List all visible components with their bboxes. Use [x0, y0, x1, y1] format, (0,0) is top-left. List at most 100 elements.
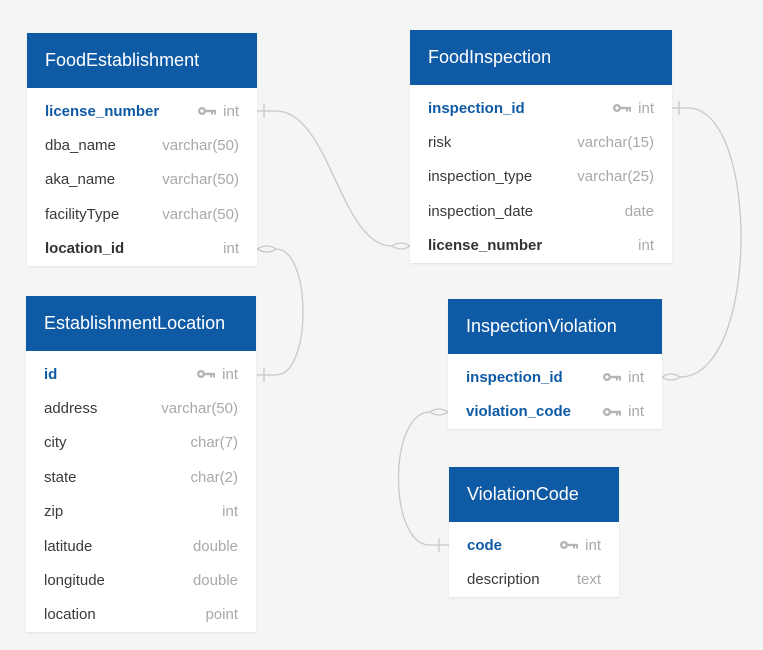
table-row[interactable]: inspection_id int [410, 91, 672, 125]
column-type-cell: int [612, 100, 654, 117]
connector-license-number [257, 104, 411, 250]
table-row[interactable]: latitude double [26, 529, 256, 563]
column-type-cell: date [625, 203, 654, 220]
column-name: license_number [428, 237, 543, 255]
column-name: facilityType [45, 205, 120, 223]
column-type: int [222, 365, 238, 383]
column-type: date [624, 202, 654, 220]
column-type: int [638, 237, 654, 255]
table-row[interactable]: inspection_date date [410, 194, 672, 228]
column-name: latitude [44, 537, 93, 555]
column-type-cell: double [193, 572, 238, 589]
column-type-cell: int [223, 240, 239, 257]
column-type-cell: char(7) [190, 434, 238, 451]
table-header: ViolationCode [449, 467, 619, 522]
table-row[interactable]: inspection_type varchar(25) [410, 160, 672, 194]
column-type-cell: int [559, 537, 601, 554]
table-row[interactable]: risk varchar(15) [410, 125, 672, 159]
key-icon [196, 369, 216, 379]
table-header: EstablishmentLocation [26, 296, 256, 351]
connector-location-id-to-id [256, 245, 304, 382]
column-name: risk [428, 134, 452, 152]
column-type: int [223, 102, 239, 120]
column-name: address [44, 400, 98, 418]
table-row[interactable]: location point [26, 598, 256, 632]
column-type: varchar(15) [577, 134, 654, 152]
key-icon [559, 540, 579, 550]
table-row[interactable]: location_id int [27, 232, 257, 266]
column-type: double [192, 537, 238, 555]
column-type-cell: varchar(25) [577, 168, 654, 185]
column-type: int [638, 99, 654, 117]
column-type-cell: char(2) [190, 469, 238, 486]
column-type: int [222, 503, 238, 521]
column-type: char(2) [190, 468, 238, 486]
column-type: char(7) [190, 434, 238, 452]
column-type-cell: int [222, 503, 238, 520]
column-name: inspection_type [428, 168, 533, 186]
column-name: inspection_date [428, 202, 534, 220]
column-name: description [467, 571, 540, 589]
column-type-cell: varchar(50) [161, 400, 238, 417]
connector-violation-code [397, 408, 449, 552]
column-type-cell: point [205, 606, 238, 623]
table-row[interactable]: license_number int [27, 94, 257, 128]
column-type-cell: varchar(50) [162, 206, 239, 223]
column-type: varchar(50) [162, 171, 239, 189]
column-name: aka_name [45, 171, 116, 189]
table-row[interactable]: state char(2) [26, 460, 256, 494]
column-name: id [44, 365, 58, 383]
table-row[interactable]: id int [26, 357, 256, 391]
table-row[interactable]: description text [449, 562, 619, 596]
column-type-cell: int [602, 403, 644, 420]
column-type-cell: varchar(15) [577, 134, 654, 151]
column-type: varchar(50) [162, 137, 239, 155]
column-type-cell: varchar(50) [162, 171, 239, 188]
table-row[interactable]: license_number int [410, 229, 672, 263]
table-row[interactable]: address varchar(50) [26, 391, 256, 425]
column-name: inspection_id [466, 368, 563, 386]
column-type: double [192, 572, 238, 590]
column-type: text [576, 571, 601, 589]
column-type: varchar(50) [161, 400, 238, 418]
key-icon [602, 372, 622, 382]
column-name: location_id [45, 240, 125, 258]
table-row[interactable]: aka_name varchar(50) [27, 163, 257, 197]
column-type: point [205, 606, 238, 624]
column-name: location [44, 606, 96, 624]
column-type-cell: text [577, 571, 601, 588]
column-type: int [223, 240, 239, 258]
column-type: varchar(50) [162, 205, 239, 223]
column-name: state [44, 468, 77, 486]
table-header: FoodInspection [410, 30, 672, 85]
column-type: varchar(25) [577, 168, 654, 186]
column-type-cell: int [196, 366, 238, 383]
table-header: InspectionViolation [448, 299, 662, 354]
key-icon [197, 106, 217, 116]
connector-inspection-id [661, 101, 742, 381]
column-name: longitude [44, 572, 105, 590]
column-name: inspection_id [428, 99, 525, 117]
key-icon [612, 103, 632, 113]
table-header: FoodEstablishment [27, 33, 257, 88]
table-row[interactable]: facilityType varchar(50) [27, 197, 257, 231]
column-name: license_number [45, 102, 160, 120]
column-type-cell: int [638, 237, 654, 254]
column-type-cell: double [193, 538, 238, 555]
table-establishment-location[interactable]: EstablishmentLocation id int address varcha… [26, 296, 256, 633]
table-row[interactable]: longitude double [26, 563, 256, 597]
column-type: int [628, 403, 644, 421]
